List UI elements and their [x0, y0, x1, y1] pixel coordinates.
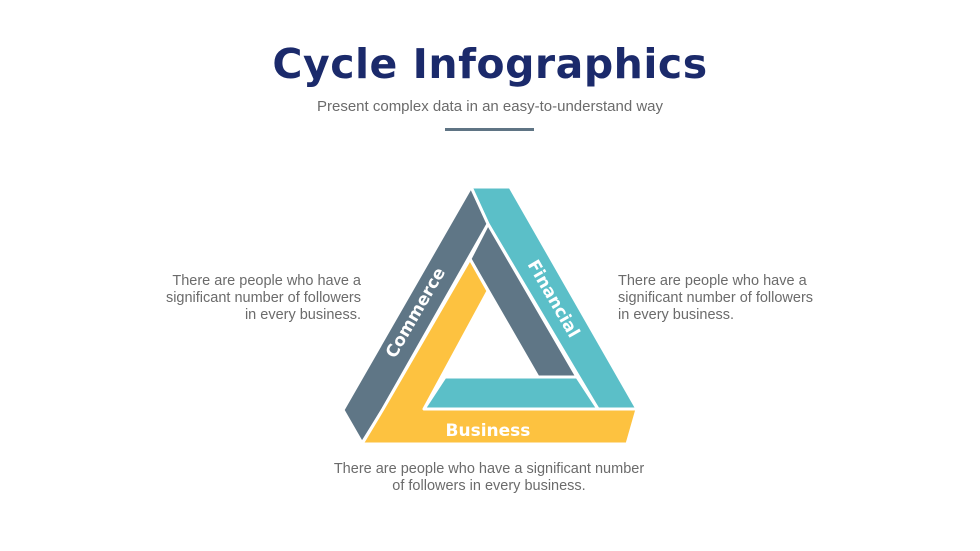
page-title: Cycle Infographics: [272, 40, 708, 88]
commerce-segment-inner: [468, 222, 579, 379]
business-segment: [360, 257, 639, 446]
business-label: Business: [446, 421, 531, 441]
title-divider: [445, 128, 534, 131]
page-subtitle: Present complex data in an easy-to-under…: [316, 98, 664, 115]
financial-description: There are people who have a significant …: [618, 273, 814, 323]
business-description: There are people who have a significant …: [333, 461, 645, 494]
commerce-description: There are people who have a significant …: [165, 273, 361, 323]
financial-segment-inner: [422, 375, 600, 411]
